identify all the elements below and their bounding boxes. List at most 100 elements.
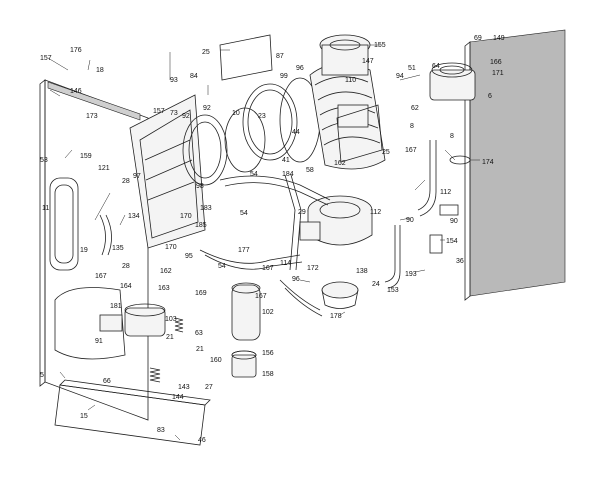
- label-97: 97: [133, 173, 141, 180]
- gasket-rings: [182, 77, 321, 186]
- label-193: 193: [405, 271, 417, 278]
- label-121: 121: [98, 165, 110, 172]
- label-149: 149: [493, 35, 505, 42]
- label-167c: 167: [255, 293, 267, 300]
- label-158: 158: [262, 371, 274, 378]
- label-87: 87: [276, 53, 284, 60]
- label-15: 15: [80, 413, 88, 420]
- label-157a: 157: [40, 55, 52, 62]
- label-25a: 25: [202, 49, 210, 56]
- label-112b: 112: [370, 209, 381, 216]
- label-135: 135: [112, 245, 124, 252]
- label-73: 73: [170, 110, 178, 117]
- label-183: 183: [200, 205, 212, 212]
- label-173: 173: [86, 113, 98, 120]
- label-159: 159: [80, 153, 92, 160]
- label-181: 181: [110, 303, 122, 310]
- label-23: 23: [258, 113, 266, 120]
- label-166: 166: [490, 59, 502, 66]
- blower-unit: [299, 195, 373, 246]
- label-153: 153: [387, 287, 399, 294]
- label-54b: 54: [240, 210, 248, 217]
- label-41: 41: [282, 157, 290, 164]
- side-panel: [464, 29, 566, 301]
- label-44: 44: [292, 129, 300, 136]
- label-54c: 54: [218, 263, 226, 270]
- label-6: 6: [488, 93, 492, 100]
- label-185: 185: [195, 222, 207, 229]
- label-51: 51: [408, 65, 416, 72]
- label-58: 58: [306, 167, 314, 174]
- label-64: 64: [432, 63, 440, 70]
- pressure-vessel: [231, 282, 261, 378]
- label-162b: 162: [334, 160, 346, 167]
- label-66: 66: [103, 378, 111, 385]
- label-184: 184: [282, 171, 294, 178]
- label-155: 155: [374, 42, 386, 49]
- label-176: 176: [70, 47, 82, 54]
- label-167b: 167: [262, 265, 274, 272]
- label-96b: 96: [292, 276, 300, 283]
- label-103: 103: [165, 316, 177, 323]
- label-169: 169: [195, 290, 207, 297]
- label-11: 11: [42, 205, 49, 212]
- label-95: 95: [185, 253, 193, 260]
- fan-assembly: [319, 34, 371, 76]
- brackets: [219, 34, 471, 254]
- springs: [149, 317, 184, 383]
- label-112a: 112: [440, 189, 451, 196]
- label-25b: 25: [382, 149, 390, 156]
- label-98: 98: [196, 183, 204, 190]
- label-102: 102: [262, 309, 274, 316]
- label-21a: 21: [166, 334, 174, 341]
- label-28a: 28: [122, 178, 130, 185]
- label-134: 134: [128, 213, 140, 220]
- label-24: 24: [372, 281, 380, 288]
- label-18: 18: [96, 67, 104, 74]
- label-164: 164: [120, 283, 132, 290]
- label-27: 27: [205, 384, 213, 391]
- label-143: 143: [178, 384, 190, 391]
- gas-valve: [429, 62, 476, 101]
- label-69: 69: [474, 35, 482, 42]
- label-21b: 21: [196, 346, 204, 353]
- label-110: 110: [345, 77, 356, 84]
- front-casing: [39, 79, 211, 446]
- burner-base: [321, 281, 359, 309]
- label-171: 171: [492, 70, 504, 77]
- label-167d: 167: [405, 147, 417, 154]
- label-156: 156: [262, 350, 274, 357]
- label-28b: 28: [122, 263, 130, 270]
- label-138: 138: [356, 268, 368, 275]
- label-8b: 8: [450, 133, 454, 140]
- label-99: 99: [280, 73, 288, 80]
- label-92b: 92: [203, 105, 211, 112]
- label-19: 19: [80, 247, 88, 254]
- label-163: 163: [158, 285, 170, 292]
- label-10: 10: [232, 110, 240, 117]
- label-5: 5: [40, 372, 44, 379]
- label-154: 154: [446, 238, 458, 245]
- circulation-pump: [99, 303, 166, 337]
- label-174: 174: [482, 159, 494, 166]
- label-53: 53: [40, 157, 48, 164]
- label-114: 114: [280, 260, 291, 267]
- label-170b: 170: [165, 244, 177, 251]
- label-90b: 90: [450, 218, 458, 225]
- label-172: 172: [307, 265, 319, 272]
- label-146: 146: [70, 88, 82, 95]
- part-number-labels: 176 157 18 146 173 53 159 11 121 19 167 …: [40, 35, 505, 444]
- label-84: 84: [190, 73, 198, 80]
- label-147: 147: [362, 58, 374, 65]
- label-178: 178: [330, 313, 342, 320]
- label-92a: 92: [182, 113, 190, 120]
- label-157b: 157: [153, 108, 165, 115]
- combustion-chamber: [129, 94, 206, 249]
- label-177: 177: [238, 247, 250, 254]
- label-54a: 54: [250, 171, 258, 178]
- label-46: 46: [198, 437, 206, 444]
- leader-lines: [47, 44, 480, 441]
- pipework: [99, 140, 437, 317]
- label-93: 93: [170, 77, 178, 84]
